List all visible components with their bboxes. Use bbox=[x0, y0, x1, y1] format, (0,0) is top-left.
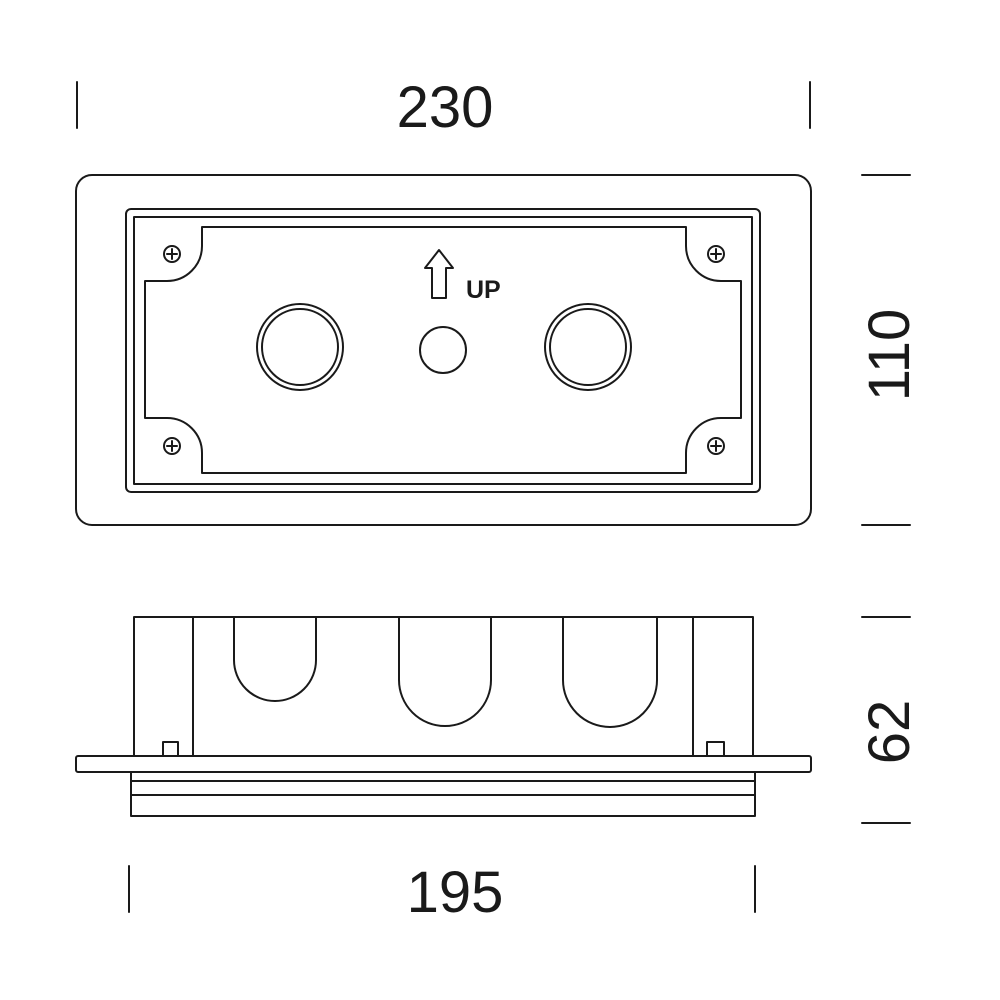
dimension-label-bottom-width: 195 bbox=[407, 860, 504, 925]
cable-hole-center bbox=[419, 326, 467, 374]
dimension-bottom-width: 195 bbox=[128, 860, 756, 925]
clip-left bbox=[162, 741, 179, 757]
screw-top-left bbox=[163, 245, 181, 263]
cable-hole-right bbox=[544, 303, 632, 391]
knockout-center bbox=[398, 616, 492, 727]
screw-bottom-right bbox=[707, 437, 725, 455]
cover-plate bbox=[144, 226, 742, 474]
side-view bbox=[75, 616, 812, 817]
screw-bottom-left bbox=[163, 437, 181, 455]
up-arrow-icon bbox=[424, 249, 454, 299]
knockout-right bbox=[562, 616, 658, 728]
dimension-label-height: 110 bbox=[857, 309, 922, 401]
up-label: UP bbox=[466, 276, 501, 304]
dimension-height: 110 bbox=[857, 174, 922, 526]
front-view: UP bbox=[75, 174, 812, 526]
inner-frame bbox=[125, 208, 761, 493]
dimension-depth: 62 bbox=[857, 616, 922, 824]
dimension-label-top-width: 230 bbox=[397, 75, 494, 140]
box-body bbox=[133, 616, 754, 757]
clip-right bbox=[706, 741, 725, 757]
flange bbox=[75, 755, 812, 773]
dimension-label-depth: 62 bbox=[857, 700, 922, 765]
screw-top-right bbox=[707, 245, 725, 263]
inner-frame-recess bbox=[133, 216, 753, 485]
cable-hole-left bbox=[256, 303, 344, 391]
outer-frame bbox=[75, 174, 812, 526]
dimension-top-width: 230 bbox=[76, 75, 811, 140]
knockout-left bbox=[233, 616, 317, 702]
